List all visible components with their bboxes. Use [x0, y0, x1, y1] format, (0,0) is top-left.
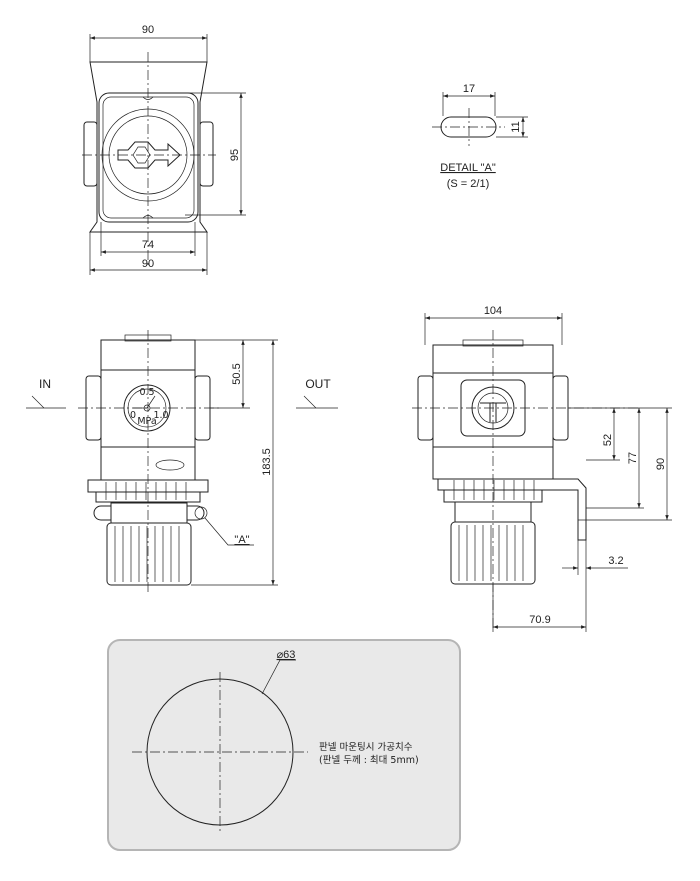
- dim-height-95: 95: [229, 149, 241, 161]
- detail-dim-11: 11: [510, 121, 522, 132]
- gauge-tick-max: 1.0: [153, 410, 168, 421]
- dim-inner-width-74: 74: [142, 239, 154, 251]
- dim-bottom-width-90: 90: [142, 258, 154, 270]
- gauge-tick-mid: 0.5: [139, 387, 154, 398]
- in-label: IN: [39, 377, 51, 391]
- dim-183-5: 183.5: [261, 448, 273, 476]
- detail-dim-17: 17: [463, 83, 475, 95]
- dim-side-width-104: 104: [484, 305, 502, 317]
- dim-90-side: 90: [655, 458, 667, 470]
- dim-50-5: 50.5: [231, 363, 243, 384]
- dim-thickness-3-2: 3.2: [608, 555, 623, 567]
- dim-77: 77: [627, 452, 639, 464]
- knob-ridges: [114, 526, 180, 582]
- cutout-note-line1: 판넬 마운팅시 가공치수: [319, 741, 413, 753]
- side-nut-teeth: [453, 480, 535, 500]
- side-knob-ridges: [458, 525, 524, 581]
- dim-top-width: 90: [142, 24, 154, 36]
- detail-a: 17 11 DETAIL "A" (S = 2/1): [432, 83, 528, 190]
- panel-cutout: ⌀63 판넬 마운팅시 가공치수 (판넬 두께 : 최대 5mm): [107, 639, 461, 851]
- dim-52: 52: [602, 434, 614, 446]
- dim-depth-70-9: 70.9: [529, 614, 550, 626]
- out-label: OUT: [305, 377, 331, 391]
- nut-teeth: [105, 482, 187, 500]
- gauge-unit: MPa: [137, 416, 156, 427]
- gauge-tick-0: 0: [130, 410, 136, 421]
- detail-scale: (S = 2/1): [447, 178, 490, 190]
- detail-title: DETAIL "A": [440, 162, 496, 174]
- cutout-diameter: ⌀63: [277, 649, 296, 661]
- front-view: IN OUT MPa 0 0.5 1.0: [26, 330, 338, 595]
- detail-a-ref: "A": [234, 534, 249, 546]
- top-view: 90 95 74 90: [82, 24, 246, 275]
- side-view: 104: [412, 305, 672, 632]
- cutout-note-line2: (판넬 두께 : 최대 5mm): [319, 754, 419, 766]
